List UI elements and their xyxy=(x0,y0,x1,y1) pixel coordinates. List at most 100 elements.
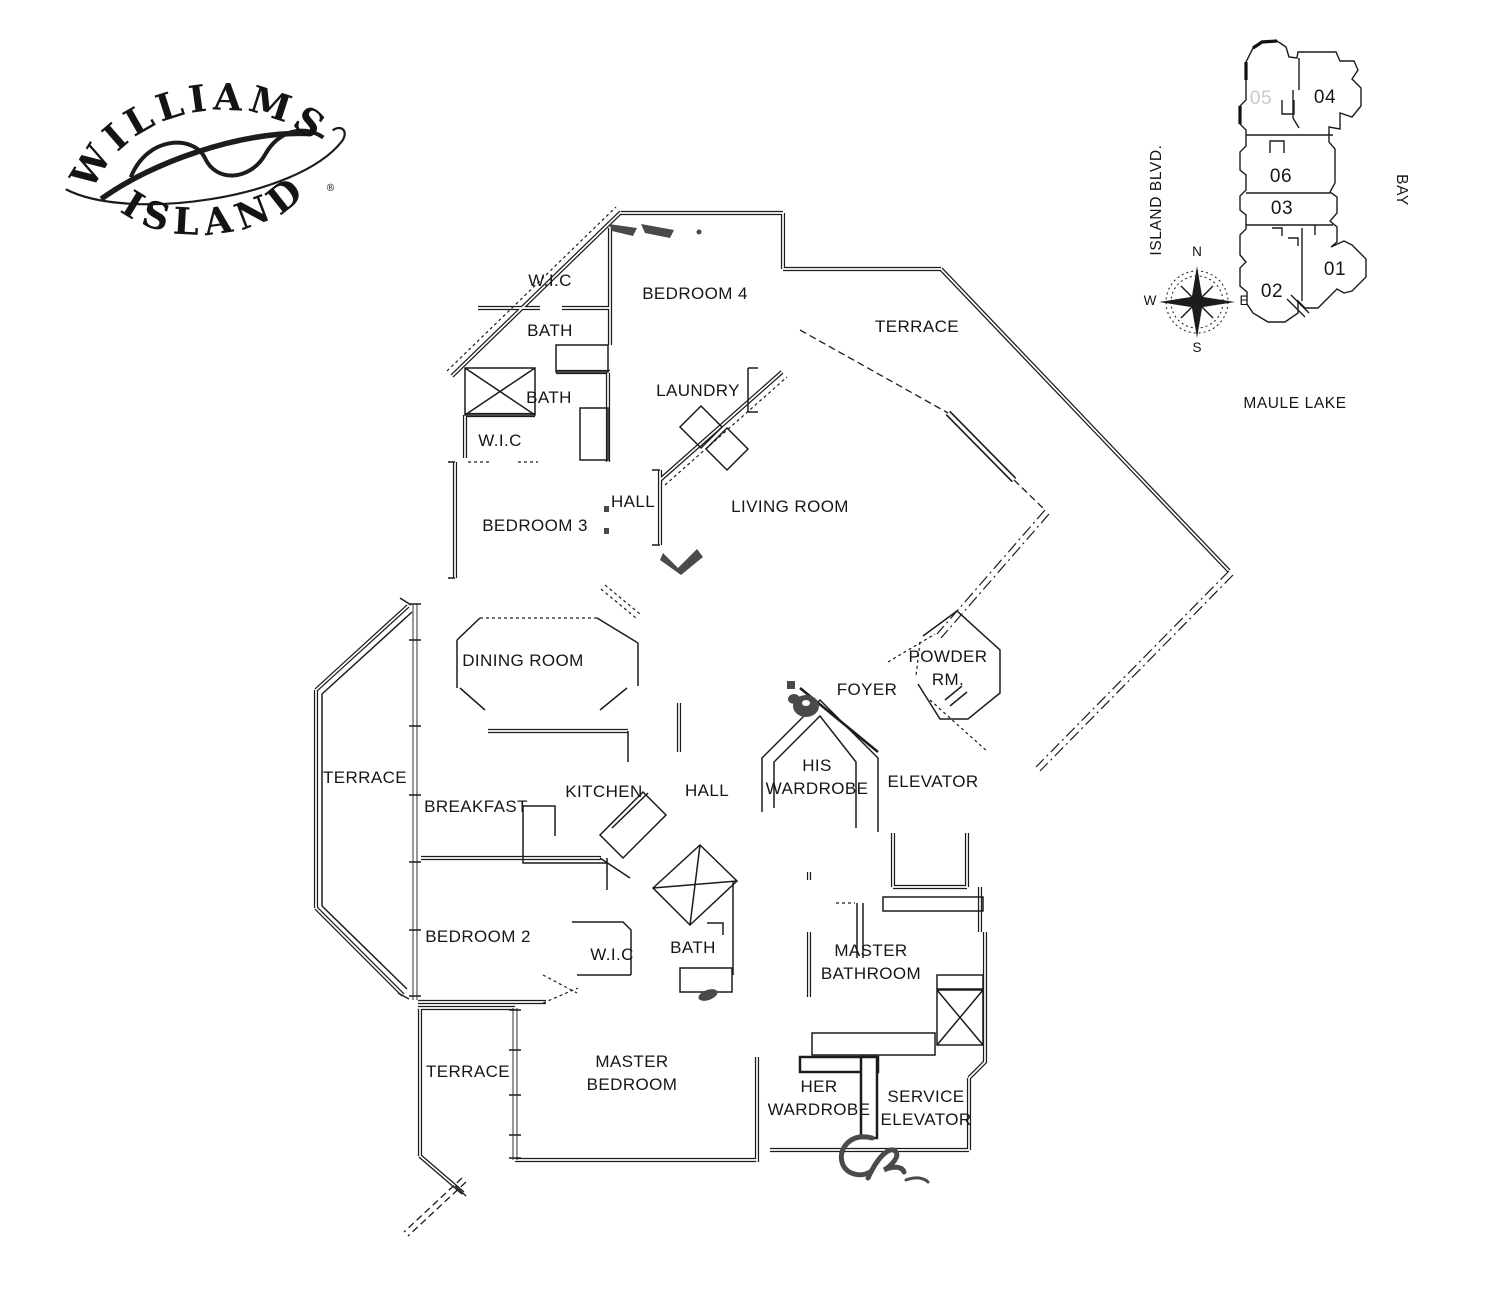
door-hinge xyxy=(604,506,609,512)
compass-letter-E: E xyxy=(1239,293,1248,308)
signature-artifact xyxy=(865,1147,907,1181)
terrace-boundary xyxy=(799,329,1046,511)
wall-core xyxy=(451,211,622,377)
washer xyxy=(678,404,724,450)
window-wall xyxy=(512,1008,518,1160)
compass-letters: N S W E xyxy=(1144,244,1249,355)
smudge xyxy=(641,224,674,238)
foyer-plant xyxy=(788,694,800,704)
map-label: ISLAND BLVD. xyxy=(1148,144,1165,255)
williams-island-logo: WILLIAMS ISLAND ® xyxy=(51,60,346,255)
his-wardrobe-inner xyxy=(773,714,857,828)
bathtub xyxy=(555,344,609,373)
master-tub xyxy=(936,974,984,990)
dining-side-walls xyxy=(456,640,639,688)
opening xyxy=(480,584,641,619)
wall-core xyxy=(892,833,968,888)
compass-rose xyxy=(1159,266,1235,338)
door-swing xyxy=(599,857,631,890)
room-label: LIVING ROOM xyxy=(731,497,849,516)
unit-number-01: 01 xyxy=(1324,259,1346,280)
kitchen-island xyxy=(598,790,668,860)
wall-white-cores xyxy=(315,211,1230,1194)
terrace-dashed-edge xyxy=(403,1177,467,1237)
elevator-shaft xyxy=(890,833,970,890)
signature-artifact xyxy=(904,1176,930,1184)
compass-letter-W: W xyxy=(1144,293,1157,308)
compass-letter-N: N xyxy=(1192,244,1202,259)
foyer-plant-hole xyxy=(802,700,810,706)
core-details xyxy=(1269,100,1316,246)
room-label: BEDROOM 4 xyxy=(642,284,748,303)
wall-core xyxy=(968,932,986,1079)
logo-flourish xyxy=(65,126,346,206)
terrace-edge xyxy=(1035,570,1234,772)
window-ticks xyxy=(409,603,421,997)
key-plan-street-labels: ISLAND BLVD. BAY MAULE LAKE xyxy=(1148,144,1410,412)
powder-sink xyxy=(944,685,968,707)
corner-wall xyxy=(707,922,724,935)
wall-core xyxy=(315,605,409,996)
her-wardrobe-wall xyxy=(859,1055,879,1140)
wall-core xyxy=(940,268,1230,572)
his-wardrobe-outer xyxy=(761,698,879,832)
room-label: TERRACE xyxy=(323,768,407,787)
scan-artifacts xyxy=(604,224,930,1184)
unit-number-05: 05 xyxy=(1250,88,1272,109)
door-leaf xyxy=(579,407,609,461)
room-label: BATH xyxy=(527,321,573,340)
shower-stall xyxy=(651,843,739,927)
key-plan: 04 05 06 03 01 02 ISLAND BLVD. BAY MAULE LAKE N… xyxy=(1144,39,1410,412)
wall-core xyxy=(946,411,1016,482)
compass-diagonals xyxy=(1180,285,1214,319)
check-mark-artifact xyxy=(660,549,703,575)
unit-number-04: 04 xyxy=(1314,87,1336,108)
unit-number-03: 03 xyxy=(1271,198,1293,219)
thin-walls-and-fixtures xyxy=(321,344,1001,1197)
room-label: BEDROOM 3 xyxy=(482,516,588,535)
room-label: KITCHEN xyxy=(565,782,642,801)
laundry-bracket xyxy=(747,367,758,413)
master-shower xyxy=(936,989,984,1046)
room-label: BEDROOM 2 xyxy=(425,927,531,946)
corner-brackets xyxy=(397,461,467,1197)
master-vanity xyxy=(811,1032,936,1056)
room-label: BREAKFAST xyxy=(424,797,528,816)
door-opening xyxy=(468,461,921,1004)
smudge xyxy=(787,681,795,689)
unit-dividers xyxy=(1246,58,1333,301)
compass-point-west xyxy=(1159,296,1197,308)
logo-flourish xyxy=(99,130,307,202)
room-label: DINING ROOM xyxy=(462,651,584,670)
window-ticks xyxy=(509,1009,521,1159)
room-label: W.I.C xyxy=(528,271,572,290)
hall-wall-caps xyxy=(652,469,660,546)
compass-letter-S: S xyxy=(1192,340,1201,355)
smudge xyxy=(696,229,702,235)
dining-corner-walls xyxy=(456,617,639,711)
wic-walls xyxy=(572,921,632,976)
unit-number-06: 06 xyxy=(1270,166,1292,187)
room-label: W.I.C xyxy=(590,945,634,964)
toilet-artifact xyxy=(698,989,718,1001)
door-frame xyxy=(856,903,864,958)
unit-number-02: 02 xyxy=(1261,281,1283,302)
vanity xyxy=(679,967,733,993)
map-label: MAULE LAKE xyxy=(1243,395,1346,412)
highlighted-unit-edge xyxy=(1238,39,1278,124)
room-label: TERRACE xyxy=(426,1062,510,1081)
room-label: TERRACE xyxy=(875,317,959,336)
map-label: BAY xyxy=(1393,174,1410,206)
door-hinge xyxy=(604,528,609,534)
shower-stall xyxy=(464,367,536,416)
room-label: FOYER xyxy=(837,680,898,699)
breakfast-wall xyxy=(522,805,607,864)
balcony-hatch xyxy=(1286,294,1310,318)
